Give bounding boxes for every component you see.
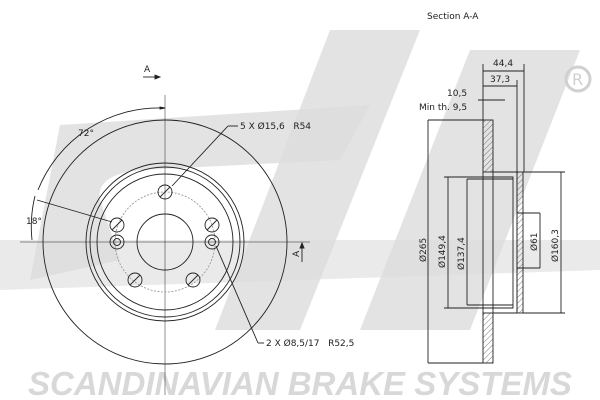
- registered-icon: [564, 65, 592, 93]
- bolt-hole: [157, 184, 173, 200]
- bolt-leader: [171, 125, 229, 187]
- section-title: Section A-A: [427, 12, 479, 22]
- front-view: [20, 74, 310, 395]
- dia-61: Ø61: [529, 232, 540, 251]
- bolt-holes: [109, 184, 220, 288]
- section-marker-right: A: [292, 250, 302, 257]
- dia-265: Ø265: [418, 238, 429, 262]
- pin-leader: [215, 245, 259, 344]
- friction-ring-bottom: [482, 312, 494, 364]
- bolt-hole: [109, 217, 125, 233]
- svg-text:R: R: [572, 70, 583, 89]
- angle-18-label: 18°: [26, 217, 42, 227]
- angle-72-label: 72°: [78, 129, 94, 139]
- dim-37-3: 37,3: [490, 75, 510, 85]
- bolt-hole: [127, 272, 143, 288]
- pin-holes-label: 2 X Ø8,5/17 R52,5: [266, 338, 354, 349]
- bolt-hole: [204, 217, 220, 233]
- section-marker-top: A: [144, 65, 151, 75]
- pin-holes: [109, 234, 220, 250]
- dia-160-3: Ø160,3: [550, 229, 561, 262]
- hub-face: [516, 171, 524, 314]
- section-view: [427, 64, 565, 364]
- bolt-holes-label: 5 X Ø15,6 R54: [240, 121, 311, 132]
- sbs-logo-watermark: R: [0, 30, 600, 330]
- bolt-hole: [185, 272, 201, 288]
- dim-44-4: 44,4: [493, 59, 513, 69]
- center-bore: [136, 213, 194, 271]
- dia-149-4: Ø149,4: [437, 235, 448, 268]
- friction-ring-top: [482, 119, 494, 173]
- angle-18-leader: [36, 199, 113, 223]
- brand-watermark-text: SCANDINAVIAN BRAKE SYSTEMS: [28, 365, 572, 400]
- hub-ring-outer: [85, 162, 245, 322]
- min-thickness: Min th. 9,5: [419, 103, 467, 113]
- dim-10-5: 10,5: [447, 89, 467, 99]
- outer-disc-circle: [42, 119, 288, 365]
- dia-137-4: Ø137,4: [456, 237, 467, 270]
- angle-72-arc: [37, 107, 164, 191]
